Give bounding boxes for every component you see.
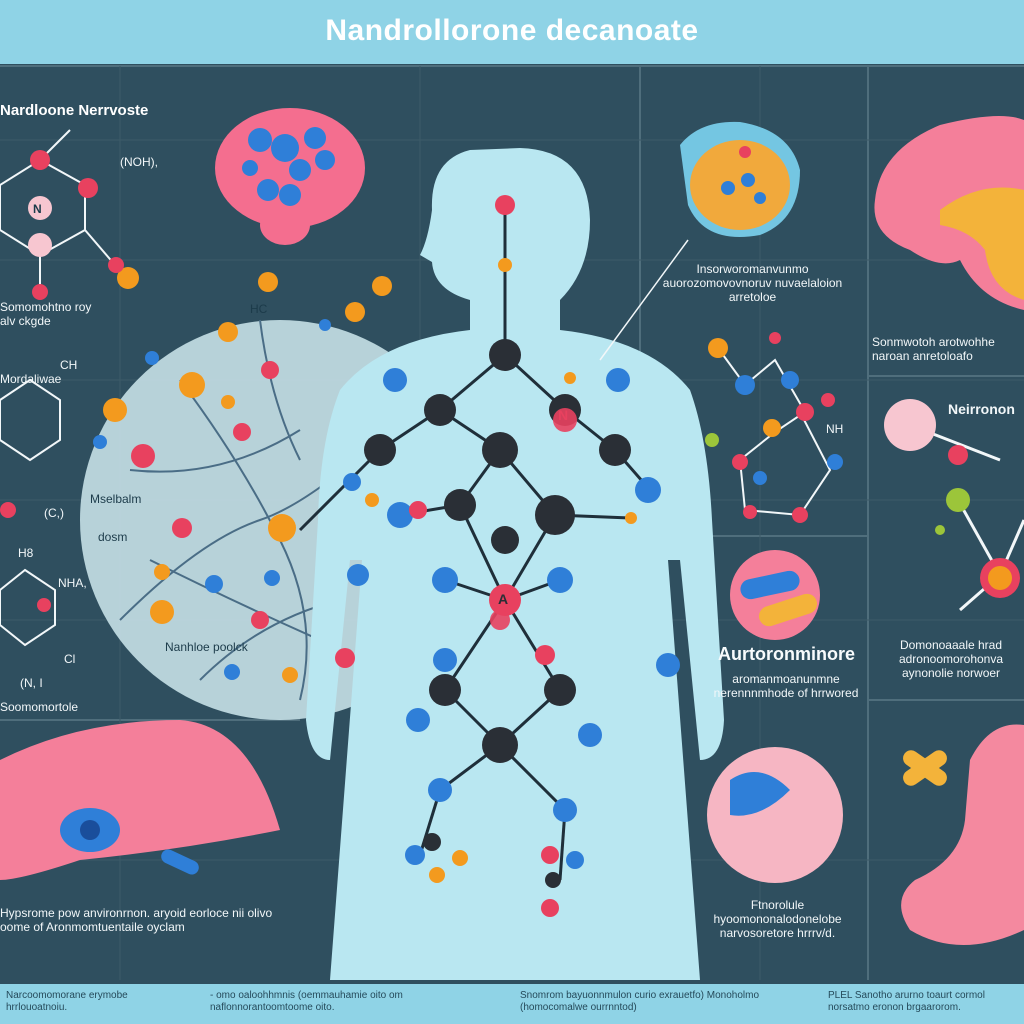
cl-label: Cl	[64, 652, 76, 666]
node-n: N	[558, 407, 569, 423]
footer-col-2: - omo oaloohhmnis (oemmauhamie oito om n…	[210, 990, 403, 1013]
nh-label-right: NH	[826, 422, 844, 436]
tissue-sphere	[707, 747, 843, 883]
capsule-icon	[730, 550, 820, 640]
callout-line	[599, 239, 689, 361]
auto-subtitle: aromanmoanunmne nerennnmhode of hrrwored	[713, 672, 859, 700]
formula-a: (NOH),	[120, 155, 158, 169]
neuron-atoms	[93, 267, 392, 683]
bottom-left-caption: Hypsrome pow anvironrnon. aryoid eorloce…	[0, 906, 273, 934]
c-label: (C,)	[44, 506, 64, 520]
sub-c: Soomomortole	[0, 700, 79, 714]
footer-col-4: PLEL Sanotho arurno toaurt cormol norsat…	[828, 990, 985, 1013]
sub-a: Somomohtno roy alv ckgde	[0, 300, 92, 328]
neuron-label-c: Nanhloe poolck	[165, 640, 248, 654]
sub-b: Mordaliwae	[0, 372, 62, 386]
right-molecule-bonds	[717, 347, 832, 517]
right-neuron	[884, 399, 1024, 612]
right-molecule-atoms	[705, 332, 843, 523]
lower-caption: Ftnorolule hyoomononalodonelobe narvosor…	[713, 898, 842, 940]
footer-bar	[0, 984, 1024, 1024]
nh-b: (N, I	[20, 676, 43, 690]
neuron-label-b: dosm	[98, 530, 128, 544]
molecule-atoms	[335, 195, 680, 917]
liver-organ	[0, 720, 280, 880]
right-caption: Domonoaaale hrad adronoomorohonva aynono…	[898, 638, 1004, 680]
neuron-title-right: Neirronon	[948, 401, 1015, 417]
ha-label: H8	[18, 546, 34, 560]
human-silhouette	[306, 148, 724, 980]
page-title: Nandrollorone decanoate	[325, 14, 699, 47]
auto-title: Aurtoronminore	[718, 644, 855, 664]
nh-a: NHA,	[58, 576, 87, 590]
header-bar	[0, 0, 1024, 64]
stomach-organ	[901, 724, 1024, 945]
left-heading: Nardloone Nerrvoste	[0, 102, 149, 119]
node-a: A	[498, 591, 509, 607]
hc-label: HC	[250, 302, 268, 316]
footer-col-1: Narcoomomorane erymobe hrrlouoatnoiu.	[6, 990, 128, 1013]
callout-text: Insorworomanvunmo auorozomovovnoruv nuva…	[662, 262, 843, 304]
node-n-left: N	[33, 202, 42, 216]
cell-illustration	[680, 121, 800, 237]
footer-col-3: Snomrom bayuonnmulon curio exrauetfo) Mo…	[520, 990, 760, 1013]
ch-label: CH	[60, 358, 78, 372]
brain-right	[874, 116, 1024, 310]
left-atoms	[0, 150, 124, 612]
neuron-label-a: Mselbalm	[90, 492, 142, 506]
brain-cluster	[215, 108, 365, 245]
brain-caption: Sonmwotoh arotwohhe naroan anretoloafo	[872, 335, 995, 363]
